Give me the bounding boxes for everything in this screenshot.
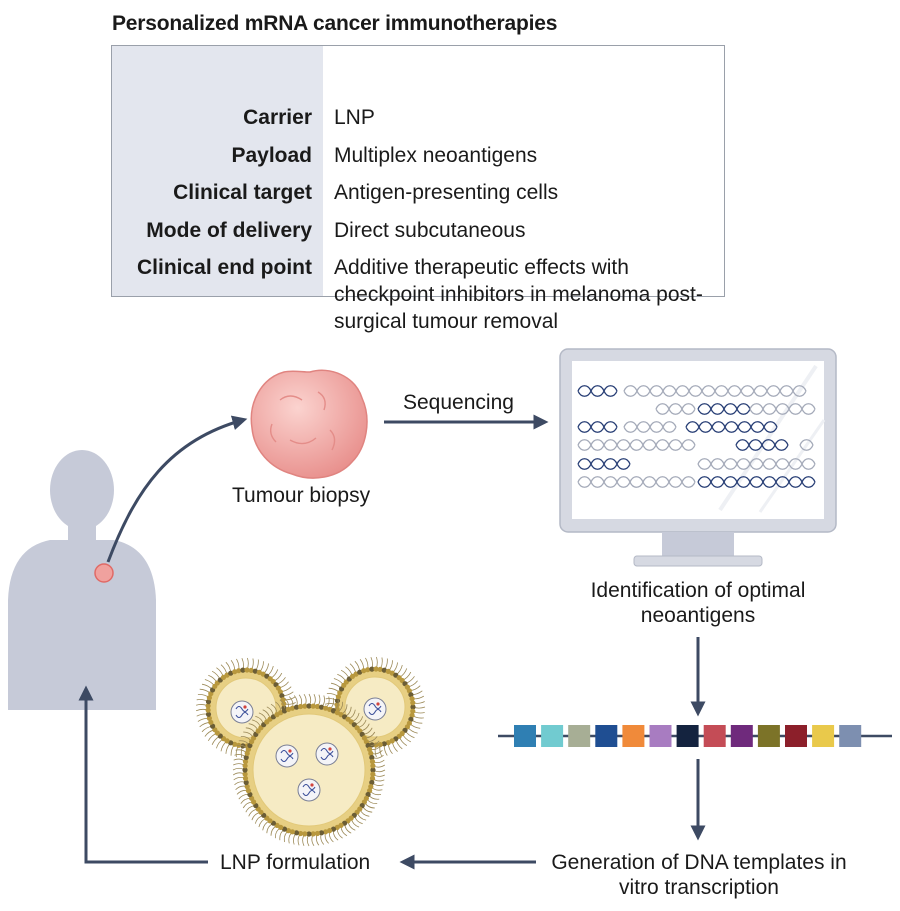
lipid-nanoparticle-icon	[195, 656, 426, 847]
dna-read	[697, 403, 751, 415]
table-key: Mode of delivery	[146, 219, 312, 242]
dna-read	[697, 476, 816, 488]
table-key: Clinical end point	[136, 256, 312, 279]
template-segment	[649, 725, 672, 747]
dna-read	[623, 421, 677, 433]
template-segment	[595, 725, 618, 747]
step-label-identification: Identification of optimal neoantigens	[590, 579, 806, 627]
dna-read	[623, 385, 807, 397]
dna-read	[577, 421, 618, 433]
template-segment	[785, 725, 807, 747]
step-label-lnp: LNP formulation	[220, 851, 371, 874]
figure-title: Personalized mRNA cancer immunotherapies	[112, 12, 558, 35]
table-key: Carrier	[243, 106, 312, 129]
table-value: Antigen-presenting cells	[334, 181, 559, 204]
human-silhouette-icon	[8, 450, 156, 710]
monitor-icon	[559, 348, 837, 567]
dna-read	[655, 403, 696, 415]
step-label-sequencing: Sequencing	[403, 391, 514, 414]
step-label-biopsy: Tumour biopsy	[232, 484, 371, 507]
dna-read	[749, 403, 816, 415]
table-value: Multiplex neoantigens	[334, 144, 538, 167]
dna-read	[577, 385, 618, 397]
dna-template-segments	[514, 725, 862, 747]
table-value: Direct subcutaneous	[334, 219, 526, 242]
template-segment	[703, 725, 726, 747]
dna-read	[577, 476, 696, 488]
template-segment	[812, 725, 835, 747]
properties-table: Carrier LNP Payload Multiplex neoantigen…	[111, 45, 725, 333]
dna-read	[799, 439, 814, 451]
sequence-reads	[577, 385, 816, 488]
lnp-particle	[232, 693, 386, 847]
tumour-biopsy-icon	[250, 369, 368, 479]
template-segment	[514, 725, 536, 747]
dna-read	[577, 458, 631, 470]
tumour-site-icon	[94, 563, 114, 583]
template-segment	[757, 725, 780, 747]
delivery-arrow	[78, 685, 208, 864]
template-segment	[568, 725, 591, 747]
table-key: Payload	[231, 144, 312, 167]
dna-read	[735, 439, 789, 451]
template-segment	[730, 725, 753, 747]
table-key-column	[112, 46, 323, 296]
template-segment	[676, 725, 699, 747]
dna-read	[685, 421, 778, 433]
template-segment	[839, 725, 862, 747]
step-label-generation: Generation of DNA templates in vitro tra…	[551, 851, 847, 899]
dna-read	[697, 458, 816, 470]
template-segment	[541, 725, 564, 747]
biopsy-arrow	[106, 415, 248, 563]
table-key: Clinical target	[173, 181, 312, 204]
dna-read	[577, 439, 696, 451]
template-segment	[622, 725, 645, 747]
table-value: Additive therapeutic effects with checkp…	[334, 256, 703, 333]
table-value: LNP	[334, 106, 375, 129]
